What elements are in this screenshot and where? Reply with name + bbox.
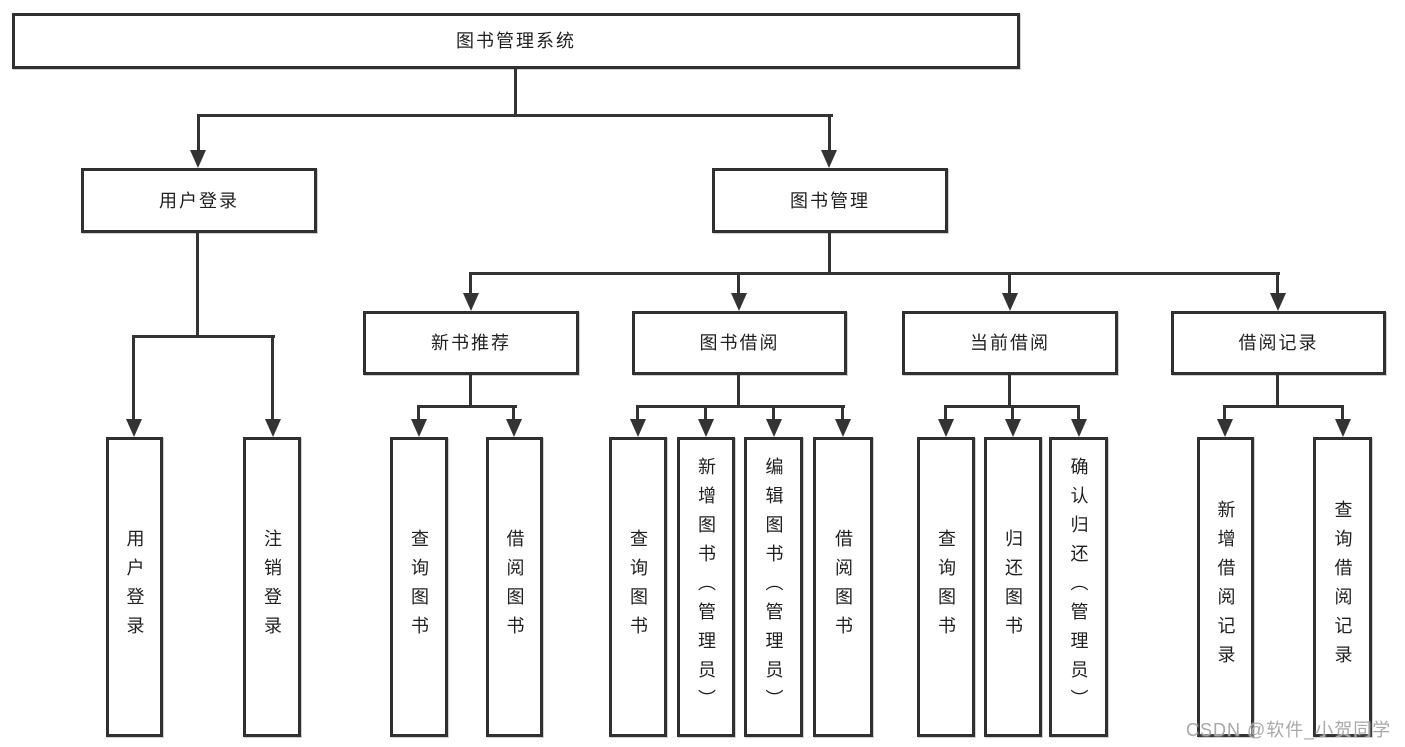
leaf-add-borrow-record: 新增借阅记录 xyxy=(1197,437,1254,737)
leaf-edit-book-admin: 编辑图书（管理员） xyxy=(744,437,803,737)
connector-line xyxy=(196,233,199,337)
connector-line xyxy=(197,114,200,152)
leaf-user-login: 用户登录 xyxy=(106,437,163,737)
connector-line xyxy=(772,405,775,421)
connector-line xyxy=(1011,405,1014,421)
connector-line xyxy=(512,405,515,421)
leaf-borrow-books: 借阅图书 xyxy=(813,437,873,737)
connector-line xyxy=(417,405,517,408)
leaf-query-borrow-record: 查询借阅记录 xyxy=(1313,437,1372,737)
connector-line xyxy=(1341,405,1344,421)
connector-line xyxy=(737,272,740,296)
arrow-down-icon xyxy=(1335,419,1351,437)
connector-line xyxy=(636,405,845,408)
arrow-down-icon xyxy=(1002,293,1018,311)
connector-line xyxy=(841,405,844,421)
arrow-down-icon xyxy=(1005,419,1021,437)
connector-line xyxy=(197,114,833,117)
connector-line xyxy=(1077,405,1080,421)
arrow-down-icon xyxy=(190,150,206,168)
node-book-borrowing: 图书借阅 xyxy=(632,311,847,375)
arrow-down-icon xyxy=(506,419,522,437)
node-book-management: 图书管理 xyxy=(712,168,948,233)
connector-line xyxy=(132,335,135,421)
leaf-return-book: 归还图书 xyxy=(984,437,1042,737)
arrow-down-icon xyxy=(265,419,281,437)
arrow-down-icon xyxy=(938,419,954,437)
connector-line xyxy=(704,405,707,421)
arrow-down-icon xyxy=(835,419,851,437)
arrow-down-icon xyxy=(821,150,837,168)
connector-line xyxy=(1223,405,1226,421)
connector-line xyxy=(636,405,639,421)
arrow-down-icon xyxy=(766,419,782,437)
node-user-login: 用户登录 xyxy=(81,168,317,233)
leaf-add-book-admin: 新增图书（管理员） xyxy=(677,437,735,737)
arrow-down-icon xyxy=(1270,293,1286,311)
connector-line xyxy=(271,335,274,421)
connector-line xyxy=(417,405,420,421)
watermark-text: CSDN @软件_小贺同学 xyxy=(1186,720,1392,740)
arrow-down-icon xyxy=(126,419,142,437)
leaf-logout: 注销登录 xyxy=(243,437,301,737)
node-current-borrowing: 当前借阅 xyxy=(902,311,1118,375)
leaf-query-books-recommend: 查询图书 xyxy=(390,437,448,737)
node-library-management-system: 图书管理系统 xyxy=(12,13,1020,69)
connector-line xyxy=(1276,375,1279,407)
leaf-borrow-books-recommend: 借阅图书 xyxy=(486,437,543,737)
arrow-down-icon xyxy=(411,419,427,437)
node-new-book-recommend: 新书推荐 xyxy=(363,311,579,375)
connector-line xyxy=(1276,272,1279,296)
connector-line xyxy=(1223,405,1344,408)
connector-line xyxy=(944,405,947,421)
connector-line xyxy=(469,272,1280,275)
arrow-down-icon xyxy=(630,419,646,437)
arrow-down-icon xyxy=(1071,419,1087,437)
arrow-down-icon xyxy=(463,293,479,311)
leaf-query-books-borrowing: 查询图书 xyxy=(609,437,667,737)
connector-line xyxy=(1008,272,1011,296)
connector-line xyxy=(737,375,740,407)
connector-line xyxy=(469,272,472,296)
connector-line xyxy=(469,375,472,407)
leaf-query-books-current: 查询图书 xyxy=(917,437,975,737)
connector-line xyxy=(1008,375,1011,407)
arrow-down-icon xyxy=(1217,419,1233,437)
leaf-confirm-return-admin: 确认归还（管理员） xyxy=(1049,437,1108,737)
connector-line xyxy=(828,233,831,274)
node-borrowing-records: 借阅记录 xyxy=(1171,311,1386,375)
connector-line xyxy=(514,69,517,116)
connector-line xyxy=(828,114,831,152)
connector-line xyxy=(132,335,275,338)
arrow-down-icon xyxy=(731,293,747,311)
arrow-down-icon xyxy=(698,419,714,437)
